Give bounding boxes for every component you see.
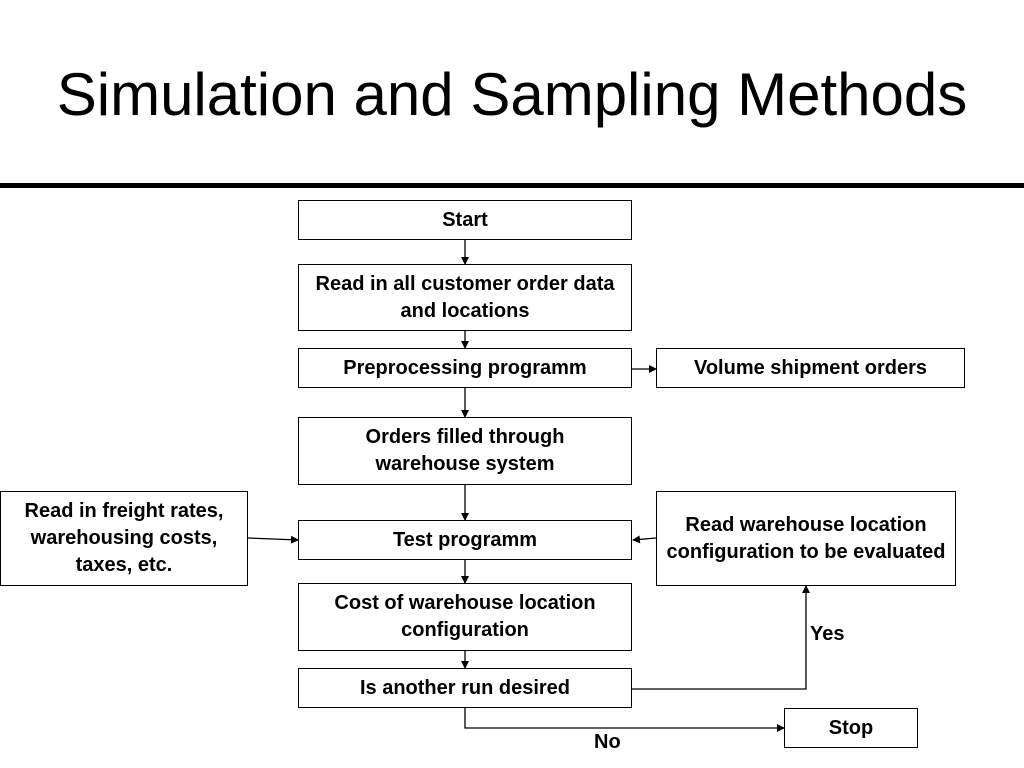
start-box: Start bbox=[298, 200, 632, 240]
title-divider bbox=[0, 183, 1024, 188]
no-label: No bbox=[594, 731, 621, 753]
warehouse-config-box: Read warehouse location configuration to… bbox=[656, 491, 956, 586]
arrow-run-yes-to-config bbox=[632, 585, 810, 690]
preprocessing-box: Preprocessing programm bbox=[298, 348, 632, 388]
yes-label: Yes bbox=[810, 623, 845, 645]
read-orders-box: Read in all customer order data and loca… bbox=[298, 264, 632, 331]
arrow-freight-to-test bbox=[247, 535, 299, 544]
another-run-box: Is another run desired bbox=[298, 668, 632, 708]
orders-filled-box: Orders filled through warehouse system bbox=[298, 417, 632, 485]
cost-config-box: Cost of warehouse location configuration bbox=[298, 583, 632, 651]
arrow-config-to-test bbox=[632, 535, 657, 544]
arrow-run-no-to-stop bbox=[464, 708, 785, 732]
stop-box: Stop bbox=[784, 708, 918, 748]
test-program-box: Test programm bbox=[298, 520, 632, 560]
freight-rates-box: Read in freight rates, warehousing costs… bbox=[0, 491, 248, 586]
volume-shipment-box: Volume shipment orders bbox=[656, 348, 965, 388]
slide-title: Simulation and Sampling Methods bbox=[56, 61, 968, 128]
